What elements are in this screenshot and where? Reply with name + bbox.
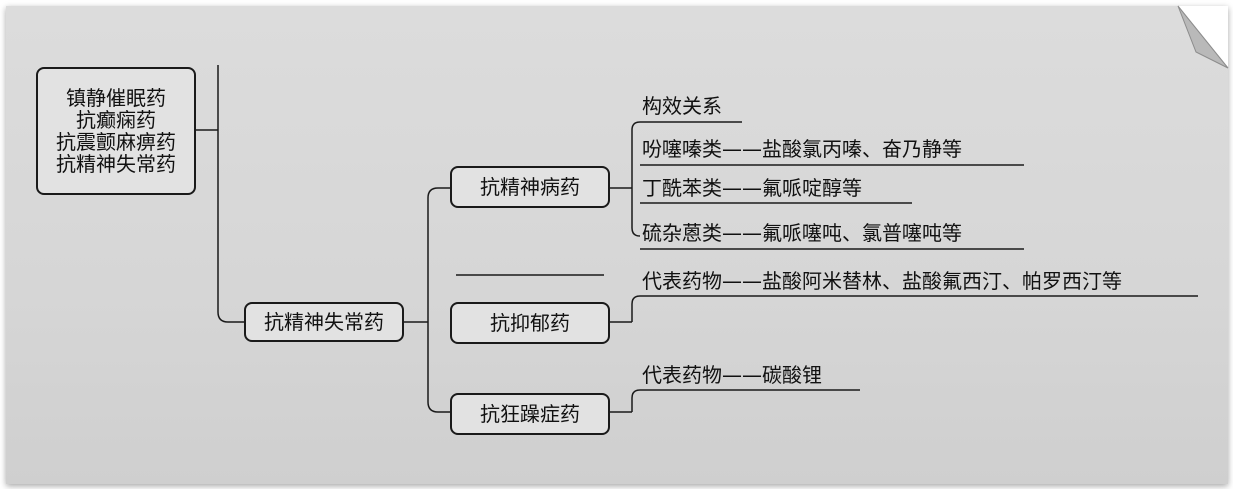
antimanic-label: 抗狂躁症药	[480, 402, 580, 426]
leaf-structure-activity: 构效关系	[642, 94, 722, 118]
antidepressant-label: 抗抑郁药	[490, 311, 570, 335]
root-line-antipsychiatric: 抗精神失常药	[56, 152, 176, 176]
leaf-phenothiazines: 吩噻嗪类——盐酸氯丙嗪、奋乃静等	[642, 137, 962, 161]
level1-box-antipsychiatric: 抗精神失常药	[244, 302, 404, 342]
leaf-antimanic-representative: 代表药物——碳酸锂	[642, 363, 822, 387]
level1-label: 抗精神失常药	[264, 310, 384, 334]
leaf-butyrophenones: 丁酰苯类——氟哌啶醇等	[642, 176, 862, 200]
level2-box-antipsychotic: 抗精神病药	[450, 166, 610, 208]
level2-box-antidepressant: 抗抑郁药	[450, 302, 610, 344]
root-line-sedative: 镇静催眠药	[66, 86, 166, 110]
level2-box-antimanic: 抗狂躁症药	[450, 393, 610, 435]
root-line-antiepileptic: 抗癫痫药	[76, 108, 156, 132]
antipsychotic-label: 抗精神病药	[480, 175, 580, 199]
leaf-thioxanthenes: 硫杂蒽类——氟哌噻吨、氯普噻吨等	[642, 221, 962, 245]
leaf-antidepressant-representatives: 代表药物——盐酸阿米替林、盐酸氟西汀、帕罗西汀等	[642, 269, 1122, 293]
paper-background	[6, 6, 1228, 484]
root-line-antiparkinson: 抗震颤麻痹药	[56, 130, 176, 154]
root-box-drug-categories: 镇静催眠药 抗癫痫药 抗震颤麻痹药 抗精神失常药	[36, 67, 196, 195]
